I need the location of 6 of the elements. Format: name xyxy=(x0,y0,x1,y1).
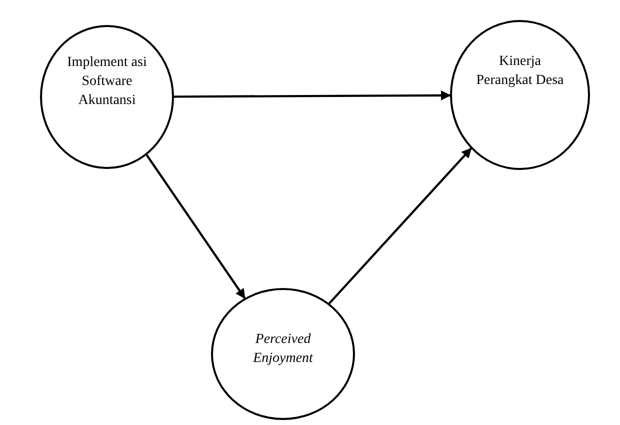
arrow xyxy=(328,148,472,304)
arrow xyxy=(174,90,451,100)
node-label: Perceived Enjoyment xyxy=(252,331,314,368)
node-label: Kinerja Perangkat Desa xyxy=(475,53,565,90)
arrow xyxy=(146,154,246,299)
node-label: Implement asi Software Akuntansi xyxy=(66,54,148,110)
